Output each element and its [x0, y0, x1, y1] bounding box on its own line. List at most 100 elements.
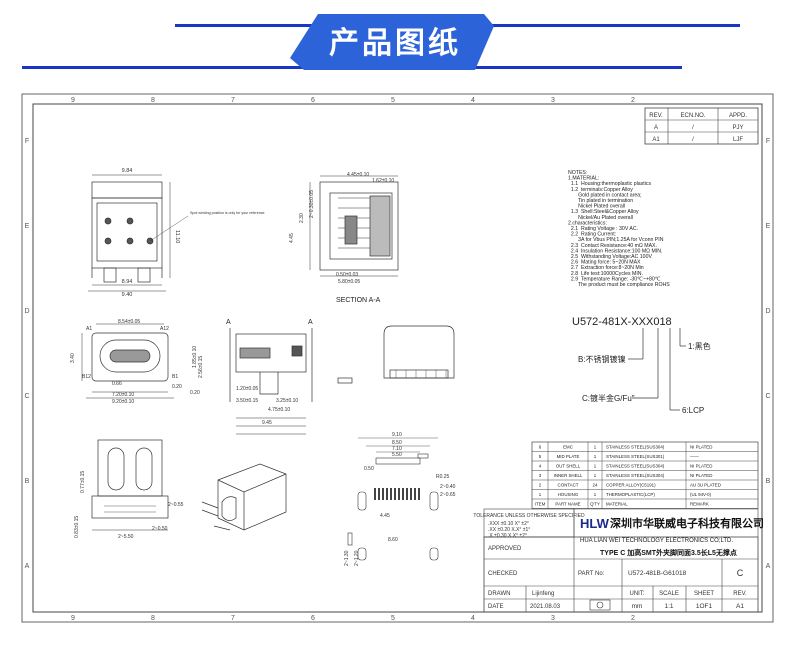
rev-row2-appd: LJF — [733, 137, 743, 143]
banner: 产品图纸 — [0, 0, 790, 78]
dim-1-85: 1.85±0.10 — [192, 346, 198, 368]
isometric-view — [201, 463, 287, 531]
dim-0-83: 0.83±0.15 — [74, 516, 80, 538]
rev-header-ecn: ECN.NO. — [680, 113, 705, 119]
bom-cell: 5 — [539, 454, 542, 459]
dim-7-20: 7.20±0.10 — [112, 392, 134, 398]
bom-cell: INNER SHELL — [554, 473, 583, 478]
frame-col-bottom-label: 8 — [151, 615, 155, 622]
pcb-layout-view — [347, 437, 439, 561]
note-line: 1.MATERIAL: — [568, 176, 599, 182]
section-view — [309, 175, 399, 277]
notes-block: NOTES:1.MATERIAL: 1.1 Housing:thermoplas… — [568, 170, 670, 288]
bom-cell: —— — [690, 454, 699, 459]
rev-row2-rev: A1 — [652, 137, 660, 143]
dim-pin-pitch: 2~0.30±0.05 — [309, 190, 315, 218]
frame-row-right-label: D — [765, 308, 770, 315]
note-line: The product must be compliance ROHS — [568, 282, 670, 288]
rev-value: A1 — [736, 603, 744, 610]
bom-cell: 1 — [594, 492, 597, 497]
dim-0-50: 0.50±0.03 — [336, 272, 358, 278]
frame-col-top-label: 4 — [471, 97, 475, 104]
company-name-en: HUA LIAN WEI TECHNOLOGY ELECTRONICS CO;L… — [580, 538, 733, 544]
dim-pcb-r0-25: R0.25 — [436, 474, 450, 480]
note-line: Tin plated in termination — [568, 198, 633, 204]
dim-2-30: 2.30 — [299, 213, 305, 223]
banner-tab — [290, 14, 494, 70]
dim-pcb-8-50: 8.50 — [392, 440, 402, 446]
bom-cell: 1 — [594, 445, 597, 450]
dim-1-62: 1.62±0.10 — [372, 178, 394, 184]
pcb-pad — [414, 488, 416, 500]
note-line: Nickel Plated overall — [568, 204, 625, 210]
dim-4-45-tol: 4.45±0.10 — [347, 172, 369, 178]
projection-symbol — [589, 599, 611, 611]
drawing-size: C — [737, 568, 744, 578]
part-code: U572-481X-XXX018 — [572, 316, 672, 328]
frame-row-left-label: B — [25, 478, 30, 485]
dim-9-20: 9.20±0.10 — [112, 399, 134, 405]
section-label: SECTION A-A — [336, 297, 381, 304]
dim-0-66: 0.66 — [112, 381, 122, 387]
dim-0-20-front: 0.20 — [172, 384, 182, 390]
spot-weld-note: Spot welding position is only for your r… — [190, 211, 265, 215]
frame-col-top-label: 2 — [631, 97, 635, 104]
rev-header-appd: APPD. — [729, 113, 747, 119]
tolerance-header: TOLERANCE UNLESS OTHERWISE SPECIFIED — [473, 513, 585, 519]
dim-4-45: 4.45 — [289, 233, 295, 243]
part-no-label: PART No: — [578, 571, 605, 577]
dim-pcb-2-1-30: 2~1.30 — [344, 550, 350, 566]
tolerance-row-1: .XXX ±0.10 X° ±2° — [488, 521, 529, 527]
approved-label: APPROVED — [488, 546, 522, 552]
front-view — [81, 323, 174, 399]
product-description: TYPE C 加高SMT外夹脚同面3.5长L5无撑点 — [600, 548, 737, 557]
bom-cell: STAINLESS STEEL(SUS304) — [606, 445, 665, 450]
top-view — [88, 174, 171, 292]
bom-cell: MID PLATE — [557, 454, 580, 459]
bom-cell: (UL 94V-0) — [690, 492, 712, 497]
sheet-label: SHEET — [694, 591, 714, 597]
spot-weld-leader — [149, 215, 189, 242]
bom-cell: STAINLESS STEEL(SUS304) — [606, 473, 665, 478]
pin-b1: B1 — [172, 374, 178, 380]
dim-pcb-0-50: 0.50 — [364, 466, 374, 472]
rev-label: REV. — [733, 591, 747, 597]
drawn-label: DRAWN — [488, 591, 510, 597]
page-title: 产品图纸 — [329, 26, 461, 61]
dim-8-94: 8.94 — [122, 279, 133, 285]
dim-pcb-2-0-65: 2~0.65 — [440, 492, 456, 498]
frame-row-right-label: A — [766, 563, 771, 570]
bom-cell: 1 — [539, 492, 542, 497]
scale-value: 1:1 — [664, 603, 673, 610]
bom-cell: OUT SHELL — [556, 464, 581, 469]
note-line: 2.3 Contact Resistance:40 mΩ MAX. — [568, 243, 657, 249]
dim-3-25: 3.25±0.10 — [276, 398, 298, 404]
note-line: 2.8 Life test:10000Cycles MIN. — [568, 271, 643, 277]
pin-a1: A1 — [86, 326, 92, 332]
note-line: 2.characteristics: — [568, 220, 607, 226]
bom-cell: HOUSING — [558, 492, 579, 497]
bottom-view — [91, 439, 169, 531]
outer-frame — [21, 93, 774, 623]
bom-cell: NI PLATED — [690, 473, 712, 478]
frame-row-right-label: E — [766, 223, 771, 230]
note-line: 1.3 Shell:Steel&Copper Alloy — [568, 209, 639, 215]
note-line: 2.1 Rating Voltage : 30V AC. — [568, 226, 638, 232]
note-line: 2.7 Extraction force:8~20N Min — [568, 265, 644, 271]
unit-value: mm — [632, 603, 643, 610]
rev-row1-ecn: / — [692, 125, 694, 131]
note-line: 1.1 Housing:thermoplastic plastics — [568, 181, 651, 187]
pcb-pad — [418, 488, 420, 500]
pin-b12: B12 — [82, 374, 91, 380]
frame-row-right-label: B — [766, 478, 771, 485]
frame-row-left-label: A — [25, 563, 30, 570]
bom-cell: THERMOPLASTIC(LCP) — [606, 492, 655, 497]
frame-col-bottom-label: 2 — [631, 615, 635, 622]
note-line: NOTES: — [568, 170, 587, 176]
note-line: Nickel/Au Plated overall — [568, 215, 633, 221]
rev-header-rev: REV. — [649, 113, 663, 119]
bom-cell: 1 — [594, 473, 597, 478]
bom-cell: 3 — [539, 473, 542, 478]
